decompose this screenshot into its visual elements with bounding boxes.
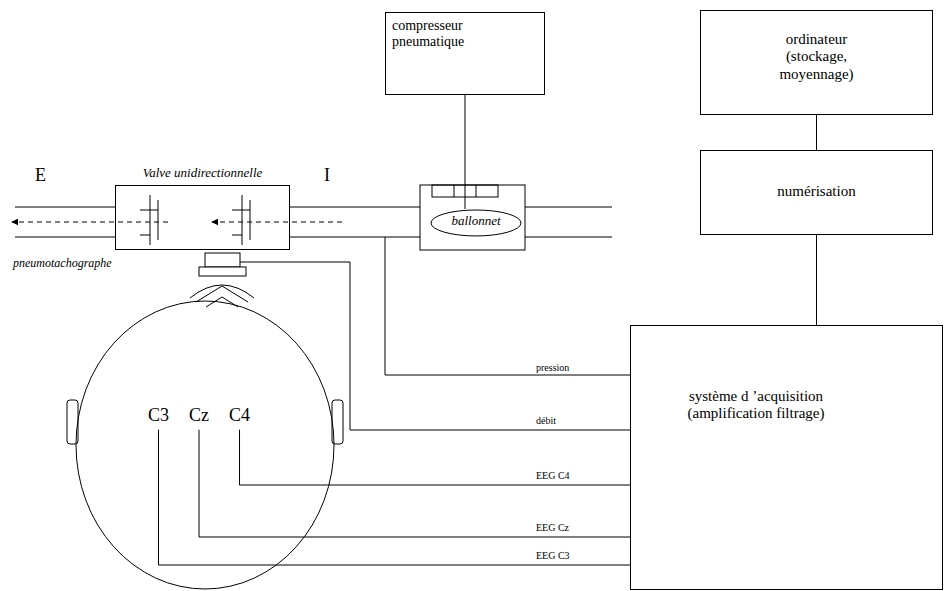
acquisition-box: système d ’acquisition (amplification fi… <box>630 325 943 590</box>
device-label: pneumotachographe <box>12 257 113 270</box>
box-label: ordinateur (stockage, moyennage) <box>767 31 867 83</box>
signal-name: débit <box>535 415 557 426</box>
inhale-letter: I <box>323 166 331 186</box>
valve-flap <box>140 195 158 245</box>
box-label: numérisation <box>757 183 877 200</box>
signal-wire <box>816 235 817 325</box>
tube-wall <box>15 207 115 208</box>
mouthpiece <box>190 285 254 307</box>
compressor-box: compresseur pneumatique <box>385 12 545 95</box>
signal-name: pression <box>535 362 570 373</box>
box-label: ballonnet <box>438 214 514 229</box>
computer-box: ordinateur (stockage, moyennage) <box>700 10 933 115</box>
signal-wire <box>240 430 630 485</box>
head: C3 Cz C4 <box>75 300 335 590</box>
housing-divider <box>476 185 477 197</box>
pressure-wire <box>385 237 630 375</box>
signal-name: EEG C3 <box>535 550 571 561</box>
signal-wire <box>159 430 630 565</box>
box-label: système d ’acquisition (amplification fi… <box>676 388 836 423</box>
tube-wall <box>290 207 420 208</box>
signal-wire <box>199 430 630 537</box>
tube-wall <box>290 237 420 238</box>
valve-flap <box>232 195 250 245</box>
electrode-label: C3 <box>148 405 169 426</box>
signal-wire <box>465 95 466 209</box>
signal-name: EEG Cz <box>535 522 570 533</box>
housing-divider <box>454 185 455 197</box>
valve-box: Valve unidirectionnelle <box>115 185 290 250</box>
signal-wire <box>816 115 817 150</box>
electrode-label: Cz <box>189 405 209 426</box>
valve-heading: Valve unidirectionnelle <box>116 166 289 181</box>
balloon: ballonnet <box>430 209 522 237</box>
flow-arrow <box>12 222 168 223</box>
balloon-housing <box>420 185 525 250</box>
signal-name: EEG C4 <box>535 470 571 481</box>
box-label: compresseur pneumatique <box>392 18 502 50</box>
digitizer-box: numérisation <box>700 150 933 235</box>
tube-wall <box>525 207 612 208</box>
head-outline <box>75 300 335 590</box>
tube-wall <box>15 237 115 238</box>
electrode-row: C3 Cz C4 <box>75 405 335 426</box>
pneumotachograph-body <box>205 253 240 267</box>
pneumotachograph-plate <box>199 267 246 276</box>
exhale-letter: E <box>34 166 47 186</box>
tube-wall <box>525 237 612 238</box>
electrode-label: C4 <box>229 405 250 426</box>
flow-arrow <box>212 222 342 223</box>
